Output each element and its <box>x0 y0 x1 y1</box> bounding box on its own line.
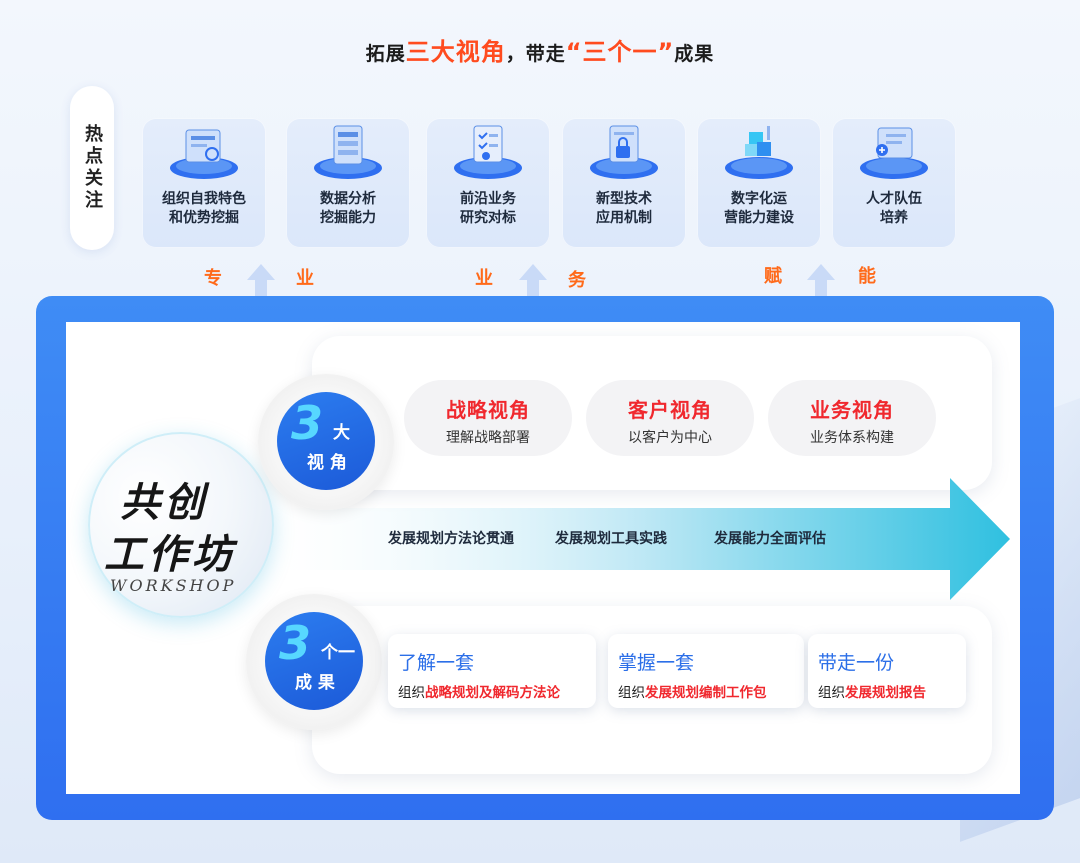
focus-card-label: 数字化运 营能力建设 <box>724 191 794 226</box>
result-card: 带走一份 组织发展规划报告 <box>808 634 966 708</box>
result-title: 了解一套 <box>398 652 475 674</box>
focus-card: 新型技术 应用机制 <box>562 118 686 248</box>
focus-card: 数字化运 营能力建设 <box>697 118 821 248</box>
focus-card-label: 组织自我特色 和优势挖掘 <box>162 191 246 226</box>
focus-card: 前沿业务 研究对标 <box>426 118 550 248</box>
report-search-icon <box>170 129 238 179</box>
view-sub: 以客户为中心 <box>628 430 712 446</box>
focus-card-label: 数据分析 挖掘能力 <box>320 191 376 226</box>
result-desc: 组织战略规划及解码方法论 <box>398 685 560 701</box>
result-card: 掌握一套 组织发展规划编制工作包 <box>608 634 804 708</box>
section-label: 赋 <box>764 266 782 287</box>
result-card: 了解一套 组织战略规划及解码方法论 <box>388 634 596 708</box>
section-label: 能 <box>858 266 876 287</box>
big-arrow <box>270 478 1010 600</box>
arrow-text: 发展规划方法论贯通 <box>388 531 514 547</box>
view-title: 客户视角 <box>628 398 712 422</box>
view-pill: 业务视角 业务体系构建 <box>768 380 936 456</box>
view-sub: 业务体系构建 <box>810 430 894 446</box>
workshop-circle: 共创 工作坊 WORKSHOP <box>88 432 274 618</box>
focus-card-label: 前沿业务 研究对标 <box>460 191 516 226</box>
view-title: 业务视角 <box>810 398 894 422</box>
person-card-icon <box>860 127 928 179</box>
result-title: 掌握一套 <box>618 652 695 674</box>
arrow-text: 发展能力全面评估 <box>714 531 826 547</box>
view-sub: 理解战略部署 <box>446 430 530 446</box>
three-views-badge: 3 大 视 角 <box>277 392 375 490</box>
focus-card: 组织自我特色 和优势挖掘 <box>142 118 266 248</box>
section-label: 专 <box>204 268 222 289</box>
workshop-en: WORKSHOP <box>110 576 237 595</box>
section-label: 务 <box>568 270 586 291</box>
view-title: 战略视角 <box>446 398 530 422</box>
focus-card: 数据分析 挖掘能力 <box>286 118 410 248</box>
focus-card: 人才队伍 培养 <box>832 118 956 248</box>
section-label: 业 <box>475 268 493 289</box>
server-data-icon <box>314 125 382 179</box>
result-title: 带走一份 <box>818 652 895 674</box>
workshop-title: 共创 <box>120 480 208 526</box>
workshop-title: 工作坊 <box>104 532 236 578</box>
view-pill: 客户视角 以客户为中心 <box>586 380 754 456</box>
result-desc: 组织发展规划编制工作包 <box>618 685 767 701</box>
view-pill: 战略视角 理解战略部署 <box>404 380 572 456</box>
three-results-badge: 3 个一 成 果 <box>265 612 363 710</box>
focus-card-label: 新型技术 应用机制 <box>596 191 652 226</box>
hot-focus-label: 热点关注 <box>70 86 114 250</box>
document-lock-icon <box>590 125 658 179</box>
up-arrow-icon <box>247 264 275 312</box>
up-arrow-icon <box>519 264 547 312</box>
digital-cubes-icon <box>725 126 793 179</box>
checklist-person-icon <box>454 125 522 179</box>
section-label: 业 <box>296 268 314 289</box>
arrow-text: 发展规划工具实践 <box>555 531 667 547</box>
focus-card-label: 人才队伍 培养 <box>866 191 922 226</box>
up-arrow-icon <box>807 264 835 312</box>
page-title: 拓展三大视角，带走“三个一”成果 <box>365 38 715 66</box>
result-desc: 组织发展规划报告 <box>818 685 926 701</box>
